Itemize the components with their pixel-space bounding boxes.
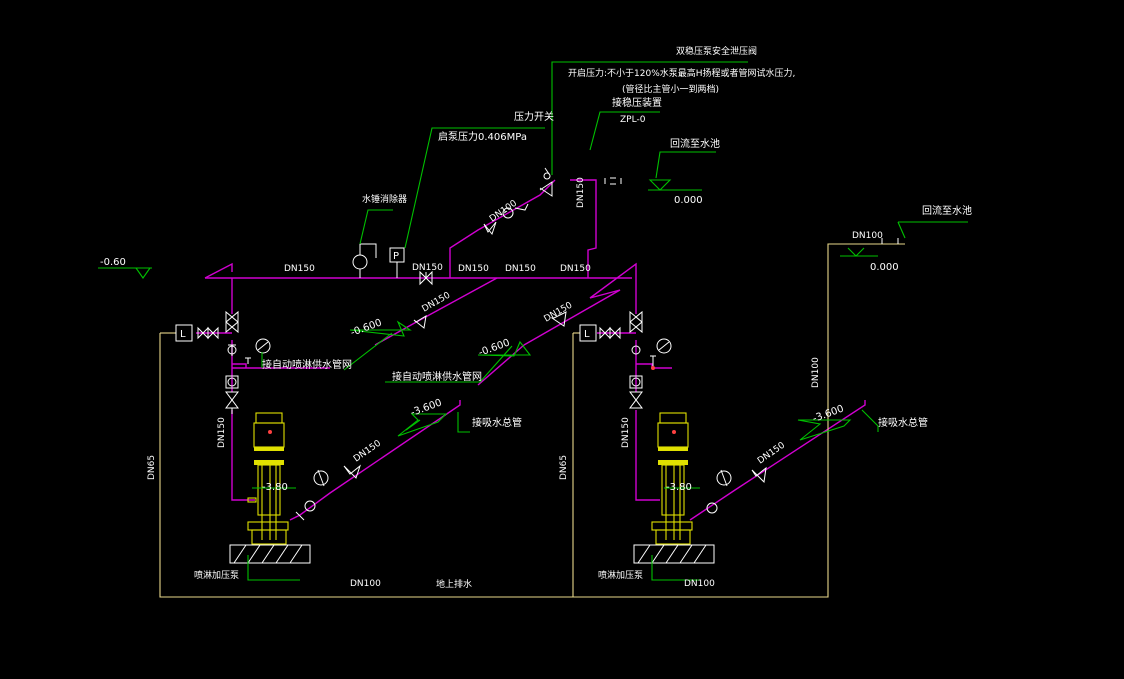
pressure-switch-value: 启泵压力0.406MPa [438, 130, 527, 143]
pressure-gauge-a-icon [255, 338, 271, 354]
level-neg060: -0.60 [100, 257, 126, 268]
dn150-b: DN150 [458, 264, 489, 274]
dn100-return: DN100 [852, 231, 883, 241]
svg-text:P: P [393, 251, 399, 262]
level-neg0600-a: -0.600 [349, 317, 383, 338]
dn100-relief: DN100 [488, 198, 519, 224]
dn150-suct-b: DN150 [756, 440, 787, 466]
dn150-c: DN150 [505, 264, 536, 274]
dn65-b: DN65 [559, 455, 569, 480]
valves [197, 167, 899, 521]
pressure-switch-title: 压力开关 [514, 110, 554, 123]
to-sprinkler-a: 接自动喷淋供水管网 [262, 358, 352, 371]
return-pool-1: 回流至水池 [670, 137, 720, 150]
safety-valve-title: 双稳压泵安全泄压阀 [676, 45, 757, 57]
dn150-diag-b: DN150 [543, 300, 575, 324]
flow-switch-a-symbol: L [180, 329, 186, 340]
drain-pipes [159, 243, 905, 598]
suction-a: 接吸水总管 [472, 416, 522, 429]
dn100-vertical: DN100 [811, 357, 821, 388]
return-pool-2: 回流至水池 [922, 204, 972, 217]
water-hammer-arrester-icon [352, 254, 368, 270]
level-neg3600-a: -3.600 [409, 397, 443, 418]
dn150-main: DN150 [284, 264, 315, 274]
pump-b-icon [633, 412, 715, 564]
level-0-b: 0.000 [870, 262, 899, 273]
to-sprinkler-b: 接自动喷淋供水管网 [392, 370, 482, 383]
dn150-pump-a: DN150 [217, 417, 227, 448]
dn65-a: DN65 [147, 455, 157, 480]
flow-switch-b-symbol: L [584, 329, 590, 340]
pump-b-label: 喷淋加压泵 [598, 569, 643, 581]
ground-drain: 地上排水 [436, 578, 472, 590]
safety-valve-note: (管径比主管小一到两档) [622, 83, 719, 95]
level-neg380-b: -3.80 [666, 482, 692, 493]
dn150-valve: DN150 [412, 263, 443, 273]
stabilizer-label: 接稳压装置 [612, 96, 662, 109]
annotations [98, 61, 968, 581]
safety-valve-setting: 开启压力:不小于120%水泵最高H扬程或者管网试水压力, [568, 67, 795, 79]
dn100-bottom-b: DN100 [684, 579, 715, 589]
stabilizer-model: ZPL-0 [620, 115, 646, 125]
dn150-riser: DN150 [576, 177, 586, 208]
pump-a-icon [229, 412, 311, 564]
water-hammer-label: 水锤消除器 [362, 193, 407, 205]
dn150-d: DN150 [560, 264, 591, 274]
level-neg380-a: -3.80 [262, 482, 288, 493]
pump-a-label: 喷淋加压泵 [194, 569, 239, 581]
relief-valve-a [483, 221, 497, 236]
instruments: P L L [175, 243, 672, 354]
flow-switch-a-icon [175, 324, 193, 342]
level-0: 0.000 [674, 195, 703, 206]
pressure-gauge-b-icon [656, 338, 672, 354]
suction-b: 接吸水总管 [878, 416, 928, 429]
flow-switch-b-icon [579, 324, 597, 342]
dn150-pump-b: DN150 [621, 417, 631, 448]
dn100-bottom-a: DN100 [350, 579, 381, 589]
